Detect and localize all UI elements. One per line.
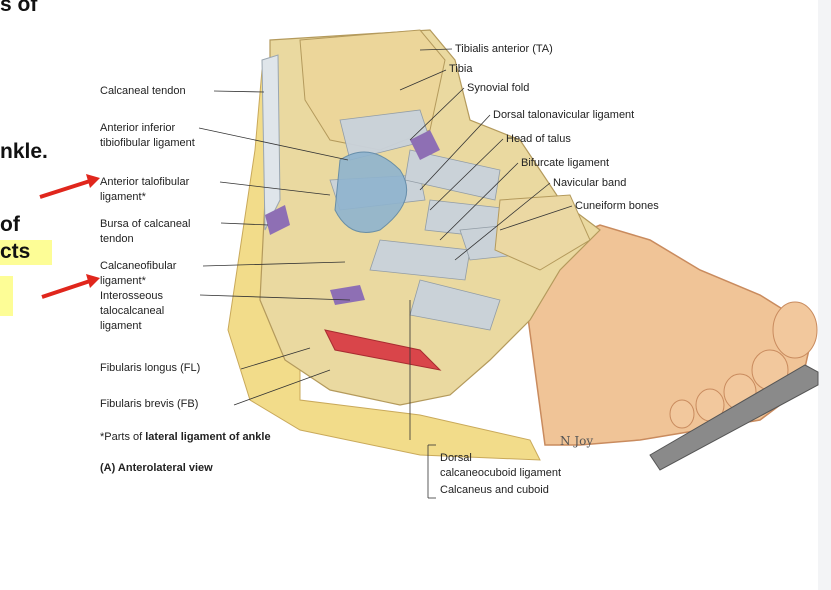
bursa-of-calcaneal-tendon — [265, 205, 290, 235]
label-cuneiform-bones: Cuneiform bones — [575, 200, 659, 212]
caption-view: (A) Anterolateral view — [100, 462, 213, 474]
label-calcaneofibular-1: Calcaneofibular — [100, 260, 177, 272]
label-fibularis-brevis: Fibularis brevis (FB) — [100, 398, 199, 410]
red-arrow-lower — [41, 274, 100, 299]
label-tibia: Tibia — [449, 63, 473, 75]
label-interosseous-2: talocalcaneal — [100, 305, 165, 317]
label-calcaneal-tendon: Calcaneal tendon — [100, 85, 186, 97]
label-bifurcate: Bifurcate ligament — [521, 157, 610, 169]
label-dorsal-2: calcaneocuboid ligament — [440, 467, 562, 479]
label-anterior-talofibular-2: ligament* — [100, 191, 146, 203]
highlight-box — [0, 240, 52, 265]
slide-text-line-3: of — [0, 213, 20, 236]
label-bursa-1: Bursa of calcaneal — [100, 218, 191, 230]
label-bursa-2: tendon — [100, 233, 134, 245]
label-anterior-inferior-tibiofibular-1: Anterior inferior — [100, 122, 176, 134]
artist-signature: N Joy — [560, 434, 593, 448]
articular-cartilage — [334, 151, 408, 233]
toe-5 — [669, 399, 695, 429]
right-margin-strip — [818, 0, 831, 590]
label-calcaneofibular-2: ligament* — [100, 275, 146, 287]
label-interosseous-1: Interosseous — [100, 290, 163, 302]
foot-support-wedge — [649, 364, 819, 471]
synovial-fold — [410, 130, 440, 160]
fibularis-muscle — [324, 329, 442, 371]
label-anterior-inferior-tibiofibular-2: tibiofibular ligament — [100, 137, 195, 149]
cuneiform-bones — [494, 194, 591, 271]
label-dorsal-1: Dorsal — [440, 452, 472, 464]
slide-text-line-4: cts — [0, 240, 31, 263]
slide-text-line-2: nkle. — [0, 140, 48, 163]
caption-note: *Parts of lateral ligament of ankle — [100, 431, 271, 444]
label-navicular-band: Navicular band — [553, 177, 627, 189]
label-head-of-talus: Head of talus — [506, 133, 571, 145]
caption-note-bold: lateral ligament of ankle — [145, 431, 271, 443]
label-dorsal-3: Calcaneus and cuboid — [440, 484, 549, 496]
label-anterior-talofibular-1: Anterior talofibular — [100, 176, 190, 188]
label-synovial-fold: Synovial fold — [467, 82, 530, 94]
label-fibularis-longus: Fibularis longus (FL) — [100, 362, 201, 374]
red-arrow-upper — [39, 174, 100, 199]
highlight-box-lower — [0, 276, 13, 316]
caption-note-prefix: *Parts of — [100, 431, 146, 443]
slide-text-line-1: s of — [0, 0, 38, 16]
toe-1 — [772, 301, 818, 359]
calcaneal-tendon — [261, 54, 281, 231]
label-tibialis-anterior: Tibialis anterior (TA) — [455, 43, 553, 55]
label-dorsal-talonavicular: Dorsal talonavicular ligament — [493, 109, 635, 121]
leader-lines — [198, 48, 573, 499]
label-interosseous-3: ligament — [100, 320, 142, 332]
